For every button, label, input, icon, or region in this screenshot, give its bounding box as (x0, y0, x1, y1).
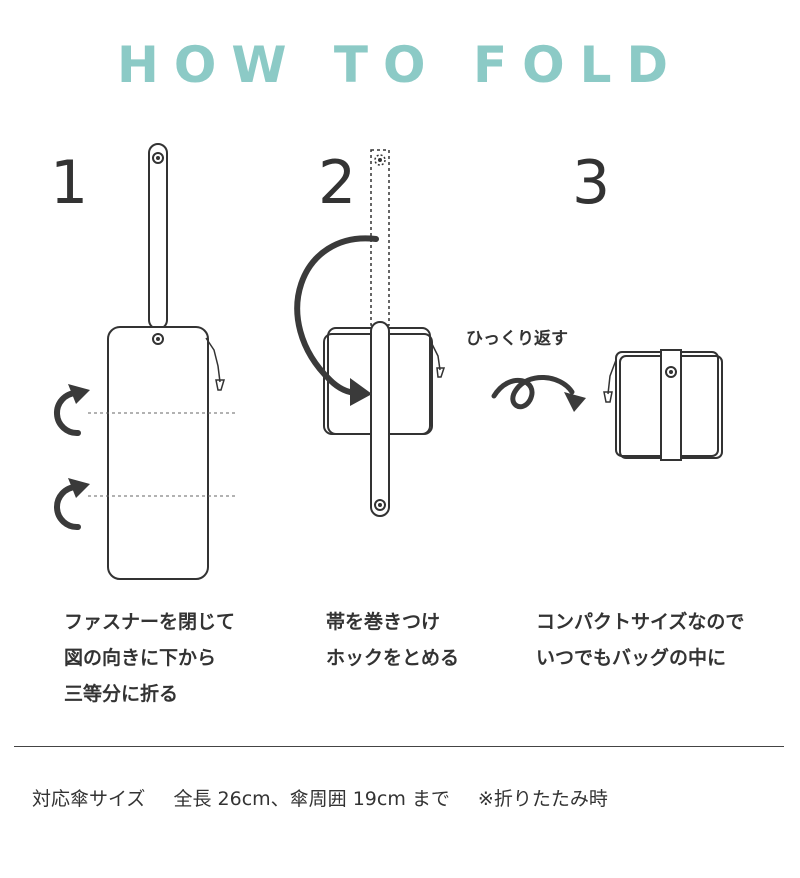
step-1-caption: ファスナーを閉じて 図の向きに下から 三等分に折る (64, 604, 235, 712)
page-title: HOW TO FOLD (117, 36, 683, 94)
strap (660, 349, 682, 461)
caption-line: ファスナーを閉じて (64, 611, 236, 633)
zipper-icon (431, 343, 441, 371)
snap-button-icon (374, 499, 386, 511)
step-2-illustration (294, 149, 446, 517)
step-1-number: 1 (50, 148, 89, 218)
caption-line: 図の向きに下から (64, 647, 217, 669)
step-3-illustration (603, 349, 723, 461)
size-spec-note: ※折りたたみ時 (477, 788, 608, 810)
step-3-caption: コンパクトサイズなので いつでもバッグの中に (536, 604, 744, 676)
wrap-arrow-icon (294, 235, 379, 396)
flip-arrow-icon (491, 375, 586, 412)
flip-label: ひっくり返す (466, 329, 568, 349)
size-spec-value: 全長 26cm、傘周囲 19cm まで (173, 788, 450, 810)
caption-line: ホックをとめる (326, 647, 460, 669)
size-spec-label: 対応傘サイズ (32, 788, 146, 810)
snap-button-icon (665, 366, 677, 378)
caption-line: いつでもバッグの中に (536, 647, 727, 669)
snap-button-icon (152, 152, 164, 164)
step-2-caption: 帯を巻きつけ ホックをとめる (326, 604, 459, 676)
size-spec: 対応傘サイズ 全長 26cm、傘周囲 19cm まで ※折りたたみ時 (32, 784, 608, 811)
caption-line: コンパクトサイズなので (536, 611, 745, 633)
zipper-icon (205, 337, 221, 383)
caption-line: 三等分に折る (64, 683, 179, 705)
strap (370, 321, 390, 517)
step-1-illustration (53, 143, 236, 580)
divider (14, 746, 784, 747)
strap (148, 143, 168, 330)
step-3-number: 3 (572, 148, 611, 218)
folding-illustration (53, 143, 723, 580)
step-2-number: 2 (318, 148, 357, 218)
fold-arrow-icon (53, 484, 81, 531)
snap-button-icon (374, 154, 386, 166)
fold-arrow-icon (53, 390, 81, 437)
snap-button-icon (152, 333, 164, 345)
flat-bag (107, 326, 209, 580)
caption-line: 帯を巻きつけ (326, 611, 441, 633)
zipper-icon (607, 359, 617, 395)
